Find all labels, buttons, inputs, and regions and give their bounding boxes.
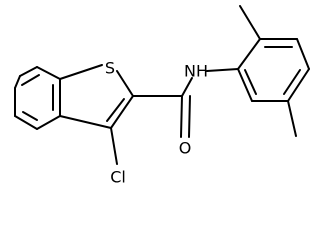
double-bond-inner: [22, 111, 38, 121]
bond: [181, 77, 193, 97]
c-o-double-bond: [188, 95, 191, 138]
bond: [19, 66, 38, 77]
double-bond-inner: [106, 98, 125, 122]
double-bond-inner: [21, 74, 40, 86]
thiophene-ring: [59, 64, 134, 129]
oxygen-label: O: [179, 139, 192, 158]
double-bond-inner: [244, 69, 257, 95]
benzo-ring: [14, 66, 61, 130]
bond: [36, 115, 61, 130]
sulfur-label: S: [105, 59, 115, 78]
n-aryl-bond: [206, 68, 239, 72]
bond: [59, 115, 112, 129]
methyl-bond: [287, 100, 297, 137]
methyl-bond: [239, 5, 261, 40]
bond: [59, 64, 103, 80]
dimethylphenyl-ring: [237, 38, 310, 102]
bond: [14, 115, 38, 130]
chlorine-label: Cl: [110, 168, 126, 187]
c-o-double-bond: [180, 95, 183, 138]
bond: [237, 68, 253, 102]
molecule-svg: S Cl NH O: [14, 5, 310, 187]
bond: [296, 38, 310, 70]
double-bond-inner: [283, 69, 301, 95]
molecule-structure: S Cl NH O: [14, 5, 310, 187]
bond: [110, 95, 134, 129]
nh-label: NH: [184, 62, 208, 81]
amide-group: [132, 77, 193, 138]
bond: [36, 66, 61, 80]
c-cl-bond: [110, 127, 118, 165]
bond: [116, 70, 134, 97]
bond: [14, 75, 21, 89]
bond: [287, 68, 310, 102]
bond: [237, 38, 261, 70]
